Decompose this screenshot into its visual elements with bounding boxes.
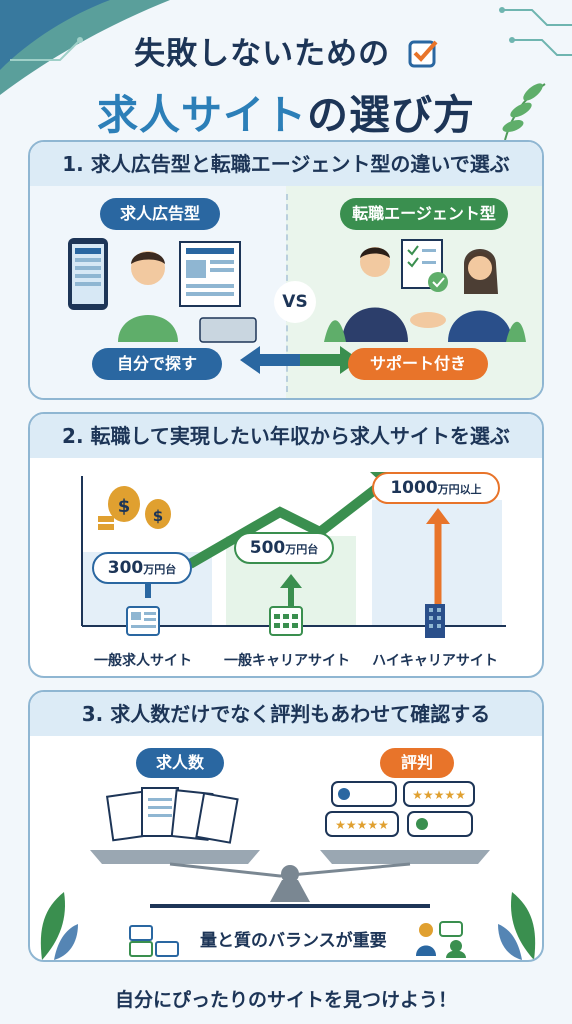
job-search-illustration (68, 238, 257, 343)
data-cards-icon (129, 925, 179, 957)
svg-text:★★★★★: ★★★★★ (412, 788, 466, 802)
office-building-icon (425, 604, 445, 638)
salary-1000-unit: 万円以上 (437, 483, 482, 496)
section2-card: 2. 転職して実現したい年収から求人サイトを選ぶ $ $ 300万円台 500万… (28, 412, 544, 678)
circuit-decoration (499, 7, 572, 56)
vs-badge: VS (274, 281, 316, 323)
salary-500-unit: 万円台 (285, 543, 319, 556)
balance-message: 量と質のバランスが重要 (200, 931, 387, 951)
self-search-label: 自分で探す (92, 348, 222, 380)
agent-type-label: 転職エージェント型 (340, 198, 508, 230)
leaf-decoration-left (40, 892, 78, 960)
job-site-icon (126, 606, 160, 636)
balance-scale-illustration: ★★★★★ ★★★★★ (90, 781, 490, 908)
job-ad-type-label: 求人広告型 (100, 198, 220, 230)
handshake-illustration (324, 239, 526, 342)
svg-text:★★★★★: ★★★★★ (335, 818, 389, 832)
page-title: 失敗しないための 求人サイトの選び方 (0, 28, 572, 141)
section2-heading: 2. 転職して実現したい年収から求人サイトを選ぶ (30, 414, 542, 458)
section1-card: 1. 求人広告型と転職エージェント型の違いで選ぶ 求人広告型 転職エージェント型 (28, 140, 544, 400)
people-chat-icon (416, 921, 466, 958)
salary-300-unit: 万円台 (143, 563, 177, 576)
title-line1: 失敗しないための (134, 36, 391, 72)
salary-badge-500: 500万円台 (234, 532, 334, 564)
job-count-label: 求人数 (136, 748, 224, 778)
section3-card: 3. 求人数だけでなく評判もあわせて確認する 求人数 評判 ★★★★★ ★★★★… (28, 690, 544, 962)
salary-300-value: 300 (107, 558, 144, 578)
reputation-label: 評判 (380, 748, 454, 778)
salary-1000-value: 1000 (390, 478, 438, 498)
footer-message: 自分にぴったりのサイトを見つけよう！ (114, 989, 457, 1011)
leaf-decoration-right (498, 892, 536, 960)
general-career-site-label: 一般キャリアサイト (224, 653, 350, 669)
svg-text:$: $ (118, 496, 131, 517)
support-label: サポート付き (348, 348, 488, 380)
section3-heading: 3. 求人数だけでなく評判もあわせて確認する (30, 692, 542, 736)
salary-badge-300: 300万円台 (92, 552, 192, 584)
double-arrow-icon (240, 346, 360, 374)
career-site-icon (269, 606, 303, 636)
salary-500-value: 500 (249, 538, 286, 558)
title-line2: の選び方 (307, 91, 475, 139)
title-highlight: 求人サイト (97, 91, 307, 139)
section1-heading: 1. 求人広告型と転職エージェント型の違いで選ぶ (30, 142, 542, 186)
svg-text:$: $ (153, 507, 163, 525)
high-career-site-label: ハイキャリアサイト (372, 653, 498, 669)
wave-decoration (0, 0, 170, 95)
leaf-decoration (502, 83, 546, 141)
salary-badge-1000: 1000万円以上 (372, 472, 500, 504)
checkbox-icon (408, 40, 438, 68)
general-job-site-label: 一般求人サイト (94, 653, 192, 669)
